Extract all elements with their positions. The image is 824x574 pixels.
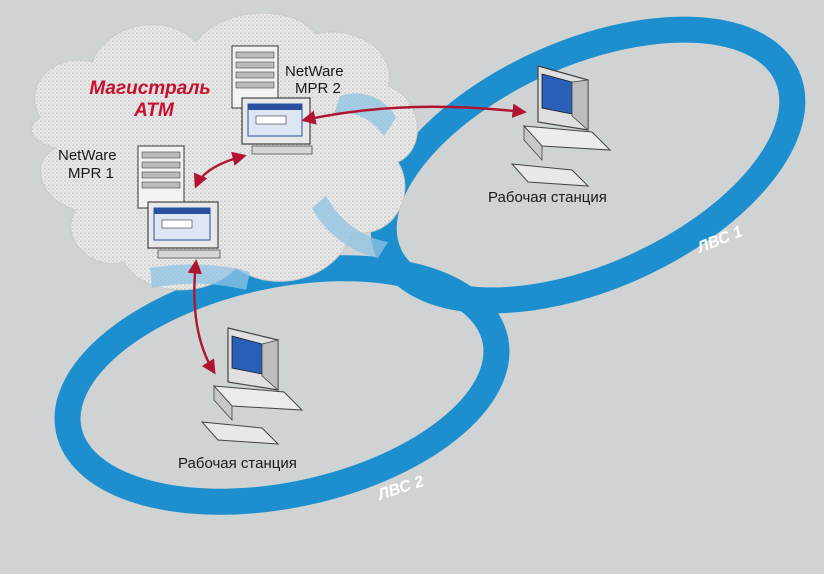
workstation-2-label: Рабочая станция <box>178 455 297 472</box>
server-mpr2-brand: NetWare <box>285 63 344 80</box>
lan1-ring <box>370 16 806 314</box>
link-mpr2-workstation1 <box>301 103 527 125</box>
server-mpr1[interactable] <box>137 145 221 259</box>
link-mpr1-workstation2 <box>187 259 216 375</box>
server-mpr1-name: MPR 1 <box>68 165 114 182</box>
workstation-2[interactable] <box>200 327 304 445</box>
links <box>187 103 527 375</box>
backbone-label-line2: ATM <box>133 100 175 121</box>
server-mpr2-name: MPR 2 <box>295 80 341 97</box>
server-mpr1-brand: NetWare <box>58 147 117 164</box>
link-mpr2-mpr1 <box>193 151 247 189</box>
workstation-1-label: Рабочая станция <box>488 189 607 206</box>
workstation-1[interactable] <box>510 65 612 187</box>
server-mpr2[interactable] <box>231 45 313 155</box>
backbone-label-line1: Магистраль <box>89 78 210 99</box>
